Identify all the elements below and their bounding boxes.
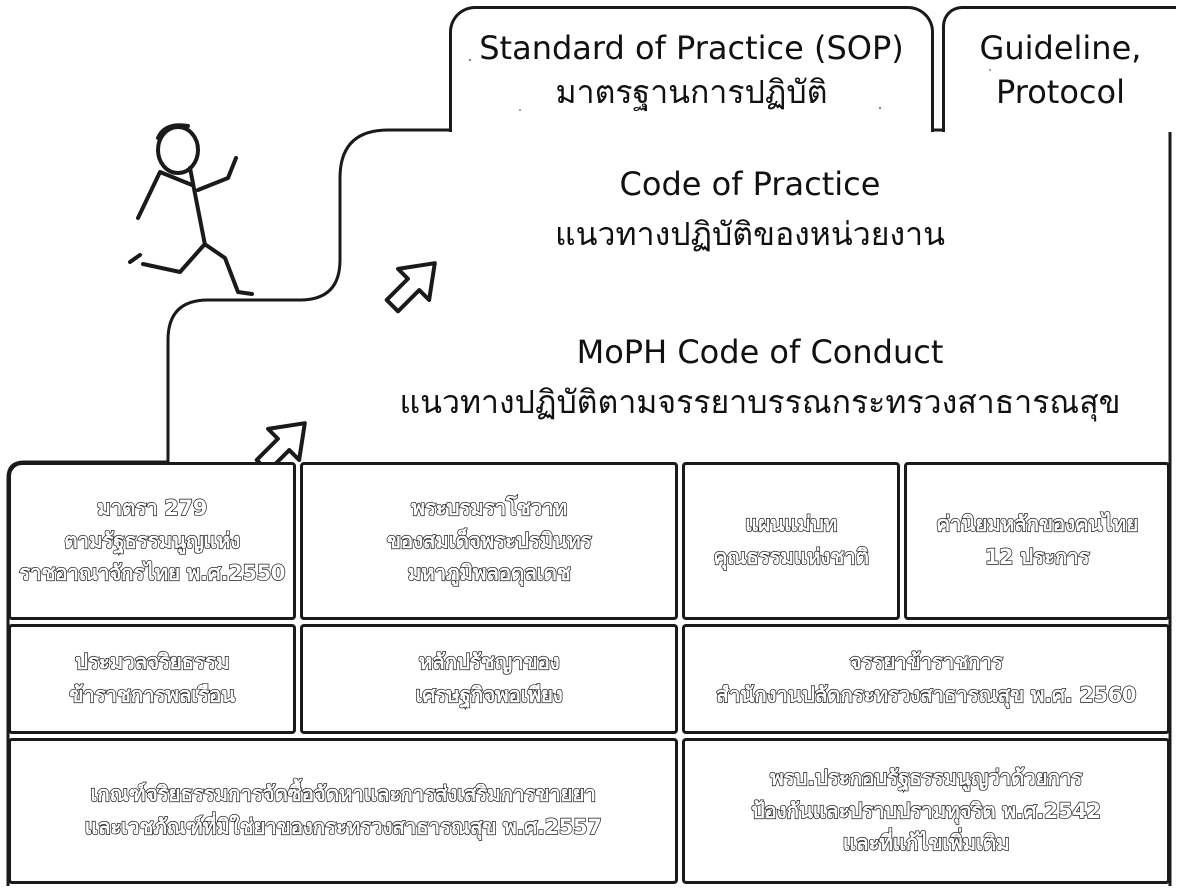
- box-line: สำนักงานปลัดกระทรวงสาธารณสุข พ.ศ. 2560: [715, 682, 1137, 707]
- up-arrow-icon: [384, 261, 437, 314]
- box-line: จรรยาข้าราชการ: [849, 650, 1004, 675]
- box-line: แผนแม่บท: [744, 512, 838, 537]
- foundation-box-anti-corruption-act: พรบ.ประกอบรัฐธรรมนูญว่าด้วยการ ป้องกันแล…: [682, 738, 1170, 884]
- box-line: พระบรมราโชวาท: [410, 495, 567, 521]
- box-line: ของสมเด็จพระปรมินทร: [386, 528, 592, 553]
- box-line: และเวชภัณฑ์ที่มิใช่ยาของกระทรวงสาธารณสุข…: [84, 814, 603, 839]
- box-line: เกณฑ์จริยธรรมการจัดซื้อจัดหาและการส่งเสร…: [90, 782, 597, 807]
- box-line: เศรษฐกิจพอเพียง: [415, 682, 564, 707]
- foundation-box-sufficiency-economy: หลักปรัชญาของ เศรษฐกิจพอเพียง: [300, 624, 678, 734]
- box-line: ค่านิยมหลักของคนไทย: [935, 512, 1139, 537]
- code-of-practice-subtitle: แนวทางปฏิบัติของหน่วยงาน: [555, 214, 945, 253]
- running-man-icon: [128, 123, 254, 296]
- box-line: มาตรา 279: [96, 495, 208, 521]
- sop-subtitle: มาตรฐานการปฏิบัติ: [555, 72, 828, 111]
- box-line: และที่แก้ไขเพิ่มเติม: [842, 831, 1010, 856]
- foundation-box-constitution: มาตรา 279 ตามรัฐธรรมนูญแห่ง ราชอาณาจักรไ…: [8, 462, 296, 620]
- code-of-practice-title: Code of Practice: [619, 165, 881, 203]
- code-of-conduct-title: MoPH Code of Conduct: [576, 333, 944, 371]
- box-line: ข้าราชการพลเรือน: [68, 682, 236, 707]
- foundation-box-ops-code-2560: จรรยาข้าราชการ สำนักงานปลัดกระทรวงสาธารณ…: [682, 624, 1170, 734]
- box-line: มหาภูมิพลอดุลเดช: [407, 561, 572, 586]
- box-line: หลักปรัชญาของ: [418, 650, 561, 675]
- guideline-title: Guideline,: [979, 29, 1142, 68]
- sop-title: Standard of Practice (SOP): [479, 29, 904, 68]
- foundation-box-thai-core-values: ค่านิยมหลักของคนไทย 12 ประการ: [904, 462, 1170, 620]
- foundation-box-national-morality-plan: แผนแม่บท คุณธรรมแห่งชาติ: [682, 462, 900, 620]
- foundation-box-procurement-ethics: เกณฑ์จริยธรรมการจัดซื้อจัดหาและการส่งเสร…: [8, 738, 678, 884]
- tab-standard-of-practice: Standard of Practice (SOP) มาตรฐานการปฏิ…: [449, 6, 934, 132]
- code-of-conduct-block: MoPH Code of Conduct แนวทางปฏิบัติตามจรร…: [370, 328, 1150, 427]
- box-line: ตามรัฐธรรมนูญแห่ง: [63, 528, 240, 553]
- box-line: 12 ประการ: [984, 544, 1090, 569]
- box-line: ราชอาณาจักรไทย พ.ศ.2550: [18, 561, 286, 586]
- code-of-practice-block: Code of Practice แนวทางปฏิบัติของหน่วยงา…: [400, 160, 1100, 259]
- protocol-title: Protocol: [996, 72, 1125, 111]
- box-line: คุณธรรมแห่งชาติ: [713, 544, 870, 569]
- box-line: พรบ.ประกอบรัฐธรรมนูญว่าด้วยการ: [769, 765, 1083, 791]
- code-of-conduct-subtitle: แนวทางปฏิบัติตามจรรยาบรรณกระทรวงสาธารณสุ…: [399, 382, 1121, 421]
- foundation-box-royal-speech: พระบรมราโชวาท ของสมเด็จพระปรมินทร มหาภูม…: [300, 462, 678, 620]
- foundation-box-civil-servant-ethics: ประมวลจริยธรรม ข้าราชการพลเรือน: [8, 624, 296, 734]
- box-line: ประมวลจริยธรรม: [74, 650, 230, 675]
- tab-guideline-protocol: Guideline, Protocol: [942, 6, 1176, 132]
- box-line: ป้องกันและปราบปรามทุจริต พ.ศ.2542: [751, 798, 1102, 823]
